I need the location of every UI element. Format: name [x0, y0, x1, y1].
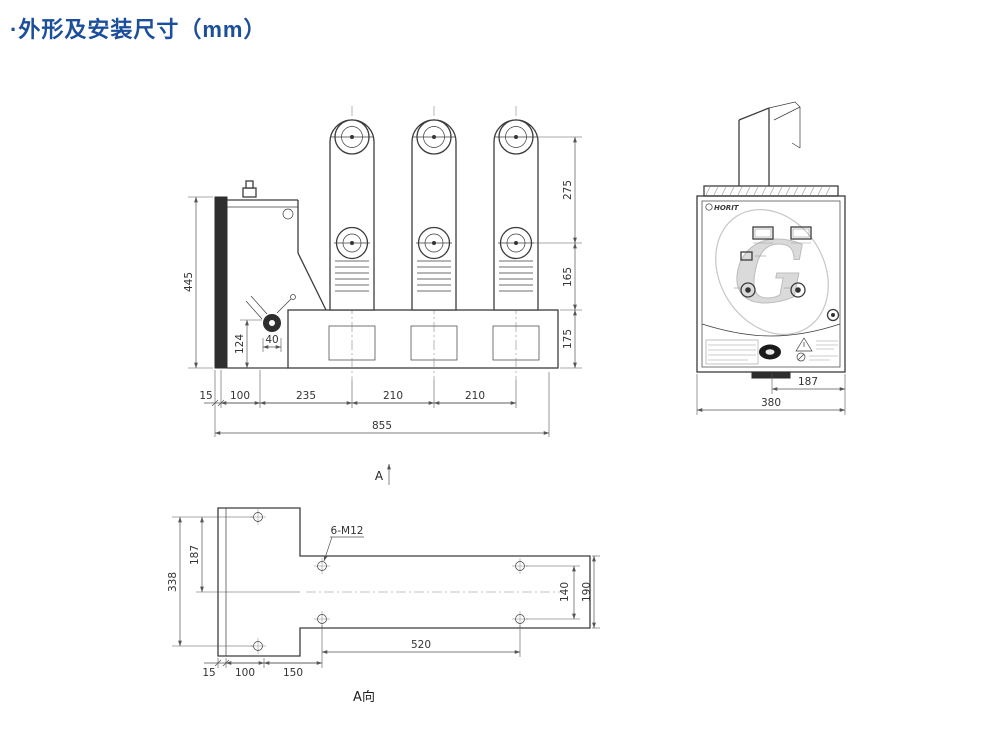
- mounting-hole: [512, 611, 528, 627]
- dim-label-40: 40: [265, 334, 278, 346]
- dim-label-190: 190: [581, 582, 593, 602]
- vent-ribs: [417, 260, 451, 292]
- exhaust-duct: [738, 101, 801, 186]
- pole-1: [329, 106, 375, 380]
- warning-triangle-icon: [795, 337, 813, 352]
- side-view-dimensions: 445 124 40 275 165 175: [183, 136, 582, 437]
- vent-ribs: [335, 260, 369, 292]
- view-label-a: A向: [353, 689, 375, 705]
- dim-label-210b: 210: [465, 390, 485, 402]
- mounting-outline: [217, 507, 591, 657]
- dim-label-150: 150: [283, 667, 303, 679]
- dim-label-100-plan: 100: [235, 667, 255, 679]
- dim-label-520: 520: [411, 639, 431, 651]
- dim-label-187-plan: 187: [189, 545, 201, 565]
- frame-hole: [282, 208, 294, 220]
- frame-and-mechanism: [214, 180, 327, 369]
- dim-label-338: 338: [167, 572, 179, 592]
- top-plate: [703, 185, 839, 197]
- front-view-dimensions: 187 380: [696, 374, 846, 415]
- dim-label-100: 100: [230, 390, 250, 402]
- page-title: ·外形及安装尺寸（mm）: [10, 17, 267, 42]
- plan-view: 6-M12 338 187 15 100 150: [167, 507, 600, 705]
- brand-name: HORIT: [714, 204, 740, 212]
- meter-window-left: [752, 226, 774, 244]
- cabinet: G HORIT: [696, 195, 846, 379]
- logo-orbit: [715, 209, 829, 335]
- side-view: 445 124 40 275 165 175: [183, 106, 582, 485]
- front-view: G HORIT: [696, 101, 846, 415]
- top-terminal: [242, 180, 257, 198]
- side-panel: [214, 196, 228, 369]
- dim-label-140: 140: [559, 582, 571, 602]
- warning-label: [795, 337, 838, 362]
- dim-label-235: 235: [296, 390, 316, 402]
- mounting-hole: [512, 558, 528, 574]
- counter-window: [740, 251, 766, 261]
- pole-3: [493, 106, 539, 380]
- meter-window-right: [790, 226, 812, 244]
- dim-label-165: 165: [562, 267, 574, 287]
- thread-callout: 6-M12: [323, 525, 364, 562]
- keyhole: [826, 308, 840, 322]
- pole-2: [411, 106, 457, 380]
- section-marker-a: A: [375, 463, 391, 485]
- dim-label-210a: 210: [383, 390, 403, 402]
- dim-label-124: 124: [234, 334, 246, 354]
- dim-label-445: 445: [183, 272, 195, 292]
- dim-label-380: 380: [761, 397, 781, 409]
- thread-note-label: 6-M12: [331, 525, 364, 537]
- logo-watermark: G: [734, 223, 806, 322]
- mounting-hole: [314, 558, 330, 574]
- face-curve: [701, 323, 841, 337]
- interlock-lever: [245, 294, 296, 320]
- dim-label-15: 15: [199, 390, 212, 402]
- indicator-button-right: [784, 282, 806, 298]
- indicator-button-left: [734, 282, 756, 298]
- prohibition-icon: [796, 352, 806, 362]
- dim-label-855: 855: [372, 420, 392, 432]
- nameplate: [705, 339, 759, 365]
- dim-label-175: 175: [562, 329, 574, 349]
- dim-label-15-plan: 15: [202, 667, 215, 679]
- bottom-strip: [751, 371, 791, 379]
- base-frame: [287, 309, 559, 369]
- dim-label-187-front: 187: [798, 376, 818, 388]
- brand-logo: HORIT: [705, 203, 740, 212]
- plan-view-dimensions: 338 187 15 100 150 520 1: [167, 516, 600, 679]
- mounting-hole: [314, 611, 330, 627]
- operating-socket: [759, 344, 781, 360]
- section-label: A: [375, 469, 384, 483]
- vent-ribs: [499, 260, 533, 292]
- dim-label-275: 275: [562, 180, 574, 200]
